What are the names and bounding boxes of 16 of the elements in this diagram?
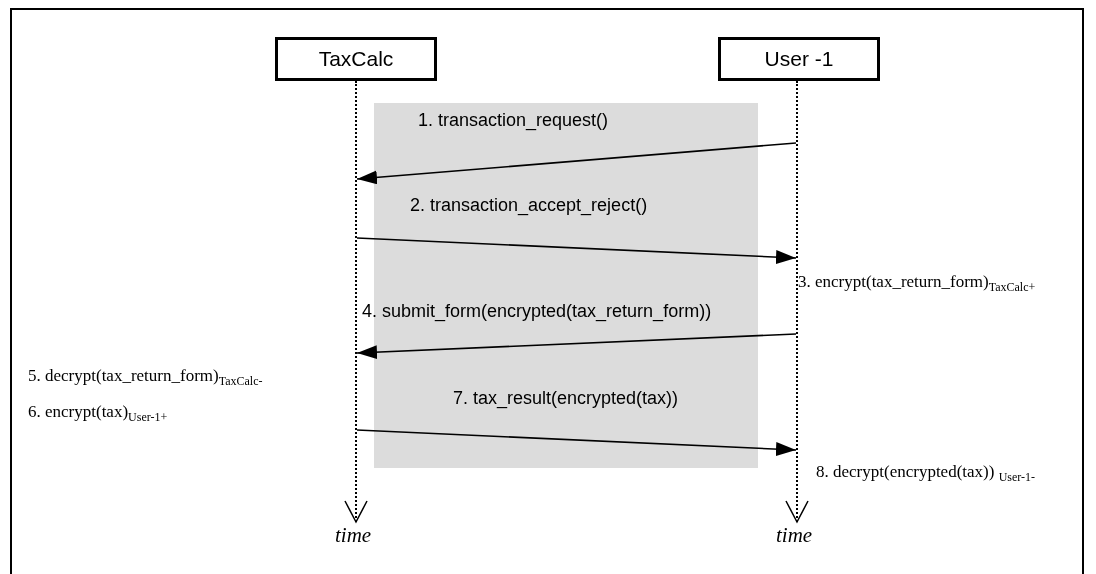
message-label: 7. tax_result(encrypted(tax)) <box>453 388 679 409</box>
message-arrow <box>356 333 797 360</box>
message-label: 4. submit_form(encrypted(tax_return_form)) <box>362 301 712 322</box>
axis-label: time <box>776 523 813 548</box>
message-arrow <box>356 237 797 265</box>
participant-box: User -1 <box>718 37 880 81</box>
axis-label: time <box>335 523 372 548</box>
message-arrow <box>356 142 797 185</box>
note-text: 8. decrypt(encrypted(tax)) $_{User-1-}$ <box>816 462 1036 486</box>
message-arrow <box>356 429 797 457</box>
note-text: 3. encrypt(tax_return_form)$_{TaxCalc+}$ <box>798 272 1036 296</box>
note-text: 6. encrypt(tax)$_{User-1+}$ <box>28 402 168 426</box>
message-label: 1. transaction_request() <box>418 110 609 131</box>
message-label: 2. transaction_accept_reject() <box>410 195 648 216</box>
note-text: 5. decrypt(tax_return_form)$_{TaxCalc-}$ <box>28 366 263 390</box>
participant-box: TaxCalc <box>275 37 437 81</box>
